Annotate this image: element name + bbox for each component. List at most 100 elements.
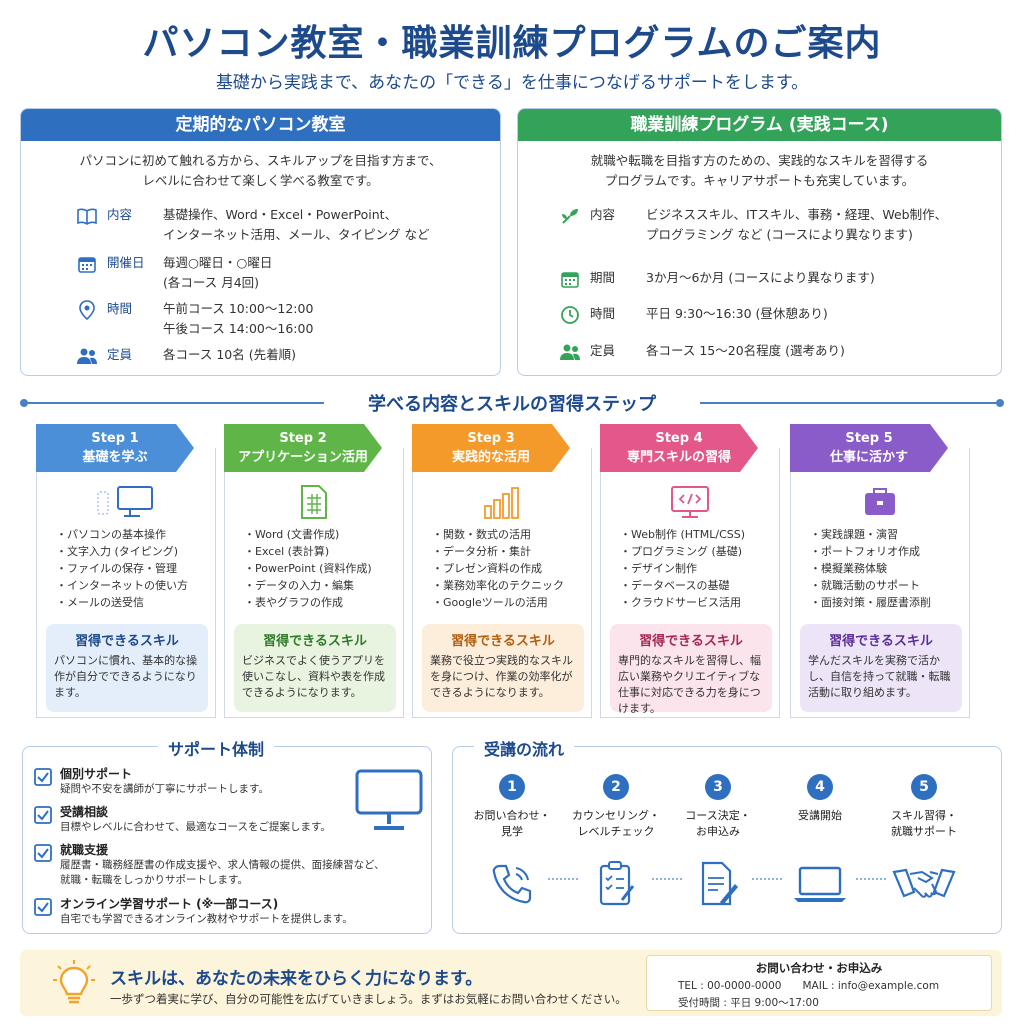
sprout-icon	[558, 205, 582, 227]
pc-class-intro-line: パソコンに初めて触れる方から、スキルアップを目指す方まで、	[79, 153, 442, 168]
flow-title: 受講の流れ	[474, 736, 575, 760]
flow-connector	[548, 878, 578, 880]
row-value: 午前コース 10:00〜12:00 午後コース 14:00〜16:00	[163, 301, 314, 336]
pc-class-row-dates: 開催日 毎週○曜日・○曜日 (各コース 月4回)	[21, 253, 272, 293]
list-item: ・文字入力 (タイピング)	[56, 545, 179, 558]
flow-step-3: 3 コース決定・ お申込み	[668, 774, 768, 910]
support-item-desc: 目標やレベルに合わせて、最適なコースをご提案します。	[60, 821, 331, 833]
support-item-title: 就職支援	[60, 843, 109, 857]
support-item-title: 受講相談	[60, 805, 109, 819]
skill-title: 習得できるスキル	[263, 634, 367, 649]
flow-step-5: 5 スキル習得・ 就職サポート	[874, 774, 974, 910]
flow-step-number: 4	[807, 774, 833, 800]
row-label: 内容	[107, 207, 133, 222]
list-item: ・プログラミング (基礎)	[620, 545, 743, 558]
pc-class-row-capacity: 定員 各コース 10名 (先着順)	[21, 345, 296, 367]
skill-box: 習得できるスキル 学んだスキルを実務で活かし、自信を持って就職・転職活動に取り組…	[800, 624, 962, 712]
row-value: 毎週○曜日・○曜日 (各コース 月4回)	[163, 255, 273, 290]
support-item-desc: 疑問や不安を講師が丁寧にサポートします。	[60, 783, 269, 795]
list-item: ・業務効率化のテクニック	[432, 579, 564, 592]
step-name: 基礎を学ぶ	[82, 450, 148, 465]
training-panel: 職業訓練プログラム (実践コース) 就職や転職を目指す方のための、実践的なスキル…	[517, 108, 1002, 376]
flow-connector	[856, 878, 886, 880]
row-value: 3か月〜6か月 (コースにより異なります)	[646, 270, 875, 285]
step-name: 専門スキルの習得	[626, 450, 731, 465]
skill-description: 業務で役立つ実践的なスキルを身につけ、作業の効率化ができるようになります。	[430, 654, 573, 699]
flow-step-1: 1 お問い合わせ・ 見学	[462, 774, 562, 910]
contact-hours: 受付時間 : 平日 9:00〜17:00	[678, 997, 819, 1009]
flow-connector	[752, 878, 782, 880]
training-row-time: 時間 平日 9:30〜16:30 (昼休憩あり)	[518, 304, 828, 326]
pc-class-row-time: 時間 午前コース 10:00〜12:00 午後コース 14:00〜16:00	[21, 299, 313, 339]
skill-title: 習得できるスキル	[75, 634, 179, 649]
pc-class-row-content: 内容 基礎操作、Word・Excel・PowerPoint、 インターネット活用…	[21, 205, 429, 245]
list-item: ・パソコンの基本操作	[56, 528, 166, 541]
contact-title: お問い合わせ・お申込み	[755, 961, 883, 975]
skill-title: 習得できるスキル	[829, 634, 933, 649]
flow-step-number: 3	[705, 774, 731, 800]
list-item: ・就職活動のサポート	[810, 579, 920, 592]
step-number: Step 3	[467, 431, 515, 446]
step-number: Step 1	[91, 431, 139, 446]
divider-line	[700, 402, 998, 404]
book-icon	[75, 205, 99, 227]
spreadsheet-icon	[224, 482, 404, 522]
checkbox-icon	[34, 898, 52, 916]
calendar-icon	[558, 268, 582, 290]
row-label: 時間	[590, 306, 616, 321]
people-icon	[558, 341, 582, 363]
briefcase-icon	[790, 482, 970, 522]
list-item: ・デザイン制作	[620, 562, 697, 575]
pc-class-panel: 定期的なパソコン教室 パソコンに初めて触れる方から、スキルアップを目指す方まで、…	[20, 108, 501, 376]
laptop-icon	[770, 858, 870, 910]
support-title: サポート体制	[158, 736, 275, 760]
row-label: 期間	[590, 270, 616, 285]
support-panel	[22, 746, 432, 934]
lightbulb-icon	[52, 958, 96, 1012]
list-item: ・データ分析・集計	[432, 545, 531, 558]
list-item: ・表やグラフの作成	[244, 596, 343, 609]
list-item: ・Excel (表計算)	[244, 545, 330, 558]
support-item: 受講相談目標やレベルに合わせて、最適なコースをご提案します。	[34, 804, 331, 835]
divider-dot	[20, 399, 28, 407]
list-item: ・メールの送受信	[56, 596, 144, 609]
list-item: ・Googleツールの活用	[432, 596, 548, 609]
training-row-capacity: 定員 各コース 15〜20名程度 (選考あり)	[518, 341, 845, 363]
step-name: 仕事に活かす	[829, 450, 908, 465]
flow-step-number: 1	[499, 774, 525, 800]
step-card-1: Step 1 基礎を学ぶ ・パソコンの基本操作 ・文字入力 (タイピング) ・ファ…	[36, 424, 218, 720]
list-item: ・ファイルの保存・管理	[56, 562, 177, 575]
flow-step-label: 受講開始	[798, 809, 842, 822]
skill-box: 習得できるスキル ビジネスでよく使うアプリを使いこなし、資料や表を作成できるよう…	[234, 624, 396, 712]
checkbox-icon	[34, 768, 52, 786]
list-item: ・ポートフォリオ作成	[810, 545, 920, 558]
skill-description: 専門的なスキルを習得し、幅広い業務やクリエイティブな仕事に対応できる力を身につけ…	[618, 654, 761, 715]
skill-title: 習得できるスキル	[639, 634, 743, 649]
pc-class-heading: 定期的なパソコン教室	[21, 109, 500, 141]
training-intro-line: 就職や転職を目指す方のための、実践的なスキルを習得する	[590, 153, 929, 168]
step-number: Step 5	[845, 431, 893, 446]
list-item: ・クラウドサービス活用	[620, 596, 741, 609]
flow-step-label: お問い合わせ・ 見学	[473, 809, 551, 838]
computer-icon	[36, 482, 216, 522]
flow-step-label: カウンセリング・ レベルチェック	[572, 809, 660, 838]
list-item: ・Word (文書作成)	[244, 528, 340, 541]
row-label: 時間	[107, 301, 133, 316]
divider-line	[24, 402, 324, 404]
step-number: Step 2	[279, 431, 327, 446]
step-item-list: ・Word (文書作成) ・Excel (表計算) ・PowerPoint (資…	[244, 526, 372, 611]
form-pen-icon	[668, 858, 768, 910]
pc-class-intro: パソコンに初めて触れる方から、スキルアップを目指す方まで、 レベルに合わせて楽し…	[21, 151, 500, 191]
contact-tel-mail[interactable]: TEL : 00-0000-0000 MAIL : info@example.c…	[678, 980, 940, 992]
list-item: ・模擬業務体験	[810, 562, 887, 575]
skill-box: 習得できるスキル 業務で役立つ実践的なスキルを身につけ、作業の効率化ができるよう…	[422, 624, 584, 712]
contact-box	[646, 955, 992, 1011]
pc-class-intro-line: レベルに合わせて楽しく学べる教室です。	[142, 173, 379, 188]
page-subtitle: 基礎から実践まで、あなたの「できる」を仕事につなげるサポートをします。	[215, 73, 809, 93]
checkbox-icon	[34, 806, 52, 824]
monitor-icon	[354, 768, 424, 838]
